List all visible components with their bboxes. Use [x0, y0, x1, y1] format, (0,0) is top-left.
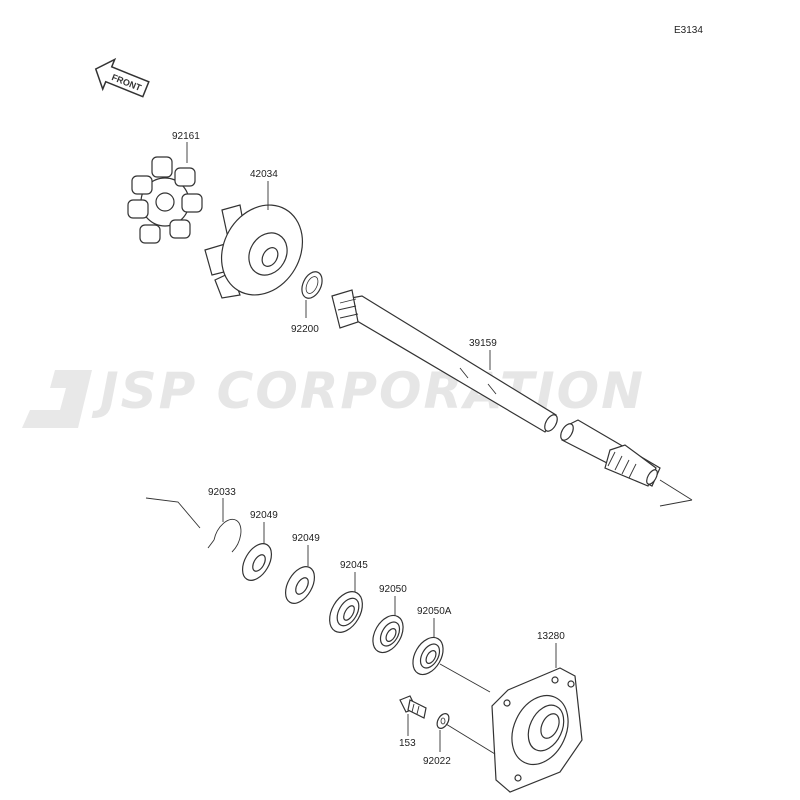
impeller-rubber-part: [127, 156, 203, 244]
watermark-text: JSP CORPORATION: [91, 362, 645, 420]
impeller-part: [204, 204, 304, 299]
front-arrow-icon: FRONT: [94, 57, 150, 98]
label-92022: 92022: [423, 756, 451, 767]
reference-line: [145, 497, 201, 529]
watermark-logo: JSP CORPORATION: [22, 362, 645, 428]
washer-a-part: [241, 543, 273, 581]
label-13280: 13280: [537, 631, 565, 642]
label-92161: 92161: [172, 131, 200, 142]
bolt-part: [399, 695, 427, 719]
label-39159: 39159: [469, 338, 497, 349]
label-92045: 92045: [340, 560, 368, 571]
cover-part: [491, 667, 583, 793]
label-92050: 92050: [379, 584, 407, 595]
circlip-part: [207, 518, 242, 553]
seal-a-part: [372, 614, 404, 654]
washer-small-part: [436, 713, 450, 729]
shaft-part: [331, 289, 693, 507]
label-153: 153: [399, 738, 416, 749]
label-42034: 42034: [250, 169, 278, 180]
diagram-code: E3134: [674, 25, 703, 36]
label-92033: 92033: [208, 487, 236, 498]
seal-b-part: [412, 636, 444, 676]
label-92200: 92200: [291, 324, 319, 335]
guide-line-2: [445, 723, 496, 755]
washer-b-part: [284, 566, 316, 604]
label-92049-a: 92049: [250, 510, 278, 521]
label-92049-b: 92049: [292, 533, 320, 544]
ring-part: [301, 271, 323, 299]
label-92050a: 92050A: [417, 606, 452, 617]
guide-line: [439, 663, 491, 693]
bearing-part: [329, 591, 363, 633]
